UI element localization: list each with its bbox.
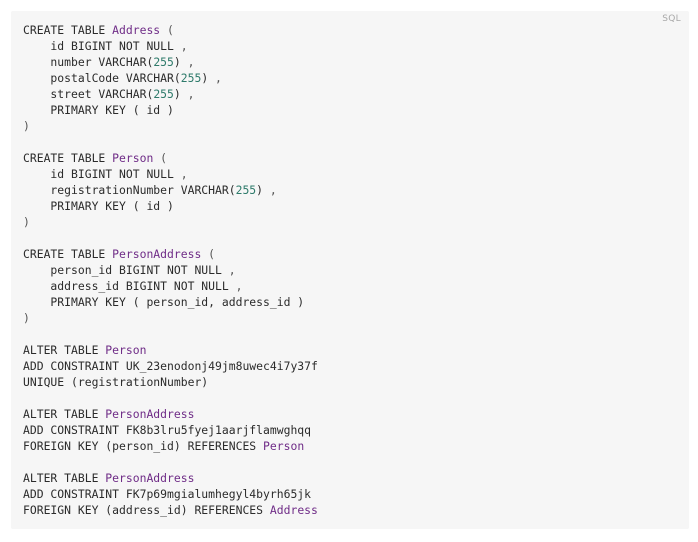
language-badge: SQL — [662, 14, 681, 24]
code-token: ADD CONSTRAINT FK7p69mgialumhegyl4byrh65… — [23, 487, 312, 501]
code-line: CREATE TABLE Person ( — [23, 150, 318, 166]
table-name-token: PersonAddress — [105, 471, 195, 485]
number-token: 255 — [153, 87, 174, 101]
code-token: ) — [23, 311, 30, 325]
code-token: FOREIGN KEY (address_id) REFERENCES — [23, 503, 270, 517]
code-token: ) — [201, 71, 216, 85]
code-block: SQL CREATE TABLE Address ( id BIGINT NOT… — [11, 11, 689, 529]
code-line: ) — [23, 214, 318, 230]
code-token: CREATE TABLE — [23, 151, 113, 165]
sql-code[interactable]: CREATE TABLE Address ( id BIGINT NOT NUL… — [23, 22, 318, 518]
code-token: ) — [256, 183, 270, 197]
code-token: id BIGINT NOT NULL — [23, 167, 181, 181]
code-token: CREATE TABLE — [23, 247, 113, 261]
code-line: ​ — [23, 134, 318, 150]
table-name-token: Address — [269, 503, 318, 517]
code-line: ALTER TABLE PersonAddress — [23, 406, 318, 422]
code-line: ​ — [23, 230, 318, 246]
table-name-token: Person — [105, 343, 147, 357]
code-token: ADD CONSTRAINT FK8b3lru5fyej1aarjflamwgh… — [23, 423, 312, 437]
code-token: , — [187, 87, 195, 101]
code-token: , — [215, 71, 222, 85]
table-name-token: PersonAddress — [105, 407, 195, 421]
code-token: CREATE TABLE — [23, 23, 113, 37]
code-line: ALTER TABLE PersonAddress — [23, 470, 318, 486]
code-token: ( — [153, 151, 168, 165]
code-line: ADD CONSTRAINT FK7p69mgialumhegyl4byrh65… — [23, 486, 318, 502]
code-token: postalCode VARCHAR( — [23, 71, 181, 85]
code-line: number VARCHAR(255) , — [23, 54, 318, 70]
code-token: ) — [23, 119, 30, 133]
code-token: ) — [173, 55, 188, 69]
code-token: , — [187, 55, 195, 69]
code-token: , — [269, 183, 277, 197]
code-token: ) — [23, 215, 30, 229]
code-token: street VARCHAR( — [23, 87, 154, 101]
code-token: UNIQUE (registrationNumber) — [23, 375, 209, 389]
table-name-token: Person — [263, 439, 305, 453]
code-token: ) — [173, 87, 188, 101]
code-token: , — [180, 167, 188, 181]
code-token: ALTER TABLE — [23, 407, 106, 421]
code-line: postalCode VARCHAR(255) , — [23, 70, 318, 86]
code-line: street VARCHAR(255) , — [23, 86, 318, 102]
code-token: id BIGINT NOT NULL — [23, 39, 181, 53]
number-token: 255 — [153, 55, 174, 69]
code-token: ( — [201, 247, 216, 261]
code-line: PRIMARY KEY ( id ) — [23, 102, 318, 118]
code-token: ALTER TABLE — [23, 471, 106, 485]
code-line: person_id BIGINT NOT NULL , — [23, 262, 318, 278]
table-name-token: PersonAddress — [112, 247, 202, 261]
number-token: 255 — [180, 71, 202, 85]
code-line: ALTER TABLE Person — [23, 342, 318, 358]
code-line: ADD CONSTRAINT UK_23enodonj49jm8uwec4i7y… — [23, 358, 318, 374]
code-line: ​ — [23, 454, 318, 470]
table-name-token: Person — [112, 151, 154, 165]
code-token: ADD CONSTRAINT UK_23enodonj49jm8uwec4i7y… — [23, 359, 318, 373]
code-token: PRIMARY KEY ( person_id, address_id ) — [23, 295, 305, 309]
code-line: ) — [23, 310, 318, 326]
code-line: address_id BIGINT NOT NULL , — [23, 278, 318, 294]
code-line: ADD CONSTRAINT FK8b3lru5fyej1aarjflamwgh… — [23, 422, 318, 438]
code-line: PRIMARY KEY ( id ) — [23, 198, 318, 214]
code-token: number VARCHAR( — [23, 55, 154, 69]
code-token: ( — [160, 23, 174, 37]
code-line: PRIMARY KEY ( person_id, address_id ) — [23, 294, 318, 310]
code-line: CREATE TABLE Address ( — [23, 22, 318, 38]
code-token: PRIMARY KEY ( id ) — [23, 199, 174, 213]
code-token: person_id BIGINT NOT NULL — [23, 263, 229, 277]
code-line: ​ — [23, 326, 318, 342]
code-line: ​ — [23, 390, 318, 406]
code-token: FOREIGN KEY (person_id) REFERENCES — [23, 439, 264, 453]
code-token: ALTER TABLE — [23, 343, 106, 357]
code-token: PRIMARY KEY ( id ) — [23, 103, 174, 117]
code-token: , — [228, 263, 236, 277]
number-token: 255 — [235, 183, 257, 197]
code-line: FOREIGN KEY (address_id) REFERENCES Addr… — [23, 502, 318, 518]
code-line: CREATE TABLE PersonAddress ( — [23, 246, 318, 262]
code-line: ) — [23, 118, 318, 134]
code-token: , — [180, 39, 188, 53]
code-line: FOREIGN KEY (person_id) REFERENCES Perso… — [23, 438, 318, 454]
code-token: registrationNumber VARCHAR( — [23, 183, 236, 197]
code-line: UNIQUE (registrationNumber) — [23, 374, 318, 390]
code-line: id BIGINT NOT NULL , — [23, 38, 318, 54]
code-line: registrationNumber VARCHAR(255) , — [23, 182, 318, 198]
code-token: , — [235, 279, 243, 293]
code-line: id BIGINT NOT NULL , — [23, 166, 318, 182]
table-name-token: Address — [112, 23, 161, 37]
code-token: address_id BIGINT NOT NULL — [23, 279, 236, 293]
